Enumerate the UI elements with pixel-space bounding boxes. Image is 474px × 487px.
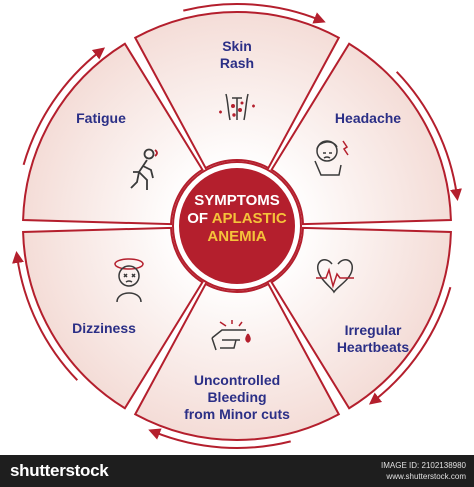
center-title-line2: OF APLASTIC — [164, 210, 310, 228]
segment-label-dizziness: Dizziness — [72, 320, 136, 336]
bleeding-finger-icon — [211, 320, 251, 351]
headache-icon — [314, 140, 349, 176]
segment-label-uncontrolled-bleeding: Uncontrolled Bleeding from Minor cuts — [184, 372, 290, 422]
center-title-highlight: APLASTIC — [211, 210, 287, 227]
center-title: SYMPTOMS OF APLASTIC ANEMIA — [164, 192, 310, 246]
wheel-segment-6 — [22, 42, 204, 226]
center-title-line1: SYMPTOMS — [194, 192, 280, 209]
stock-footer-bar: shutterstock IMAGE ID: 2102138980 www.sh… — [0, 455, 474, 487]
wheel-segment-4 — [133, 282, 341, 442]
segment-label-irregular-heartbeats: Irregular Heartbeats — [336, 322, 410, 355]
cycle-arrow-2 — [395, 71, 462, 202]
footer-image-id: IMAGE ID: 2102138980 — [381, 461, 466, 470]
wheel-segment-3 — [270, 226, 452, 410]
skin-rash-icon — [219, 93, 255, 121]
footer-meta: IMAGE ID: 2102138980 www.shutterstock.co… — [381, 460, 466, 482]
fatigue-icon — [130, 148, 158, 190]
wheel-segment-1 — [133, 11, 341, 170]
cycle-arrow-4 — [148, 428, 291, 449]
center-title-prefix: OF — [187, 210, 212, 227]
cycle-arrows — [12, 3, 462, 449]
cycle-arrow-6 — [22, 47, 106, 166]
symptoms-wheel-diagram — [12, 3, 462, 449]
dizziness-icon — [114, 258, 144, 303]
segment-label-fatigue: Fatigue — [76, 110, 126, 126]
wheel-segment-2 — [270, 42, 452, 226]
irregular-heartbeat-icon — [316, 259, 354, 294]
footer-site: www.shutterstock.com — [386, 472, 466, 481]
footer-brand: shutterstock — [10, 461, 109, 480]
cycle-arrow-3 — [368, 286, 452, 405]
cycle-arrow-5 — [12, 250, 79, 381]
cycle-arrow-1 — [183, 3, 326, 24]
segment-label-headache: Headache — [334, 110, 402, 126]
center-title-line3: ANEMIA — [207, 228, 267, 245]
center-disc — [179, 168, 295, 284]
segment-label-skin-rash: Skin Rash — [219, 38, 255, 71]
wheel-segment-5 — [22, 226, 204, 410]
